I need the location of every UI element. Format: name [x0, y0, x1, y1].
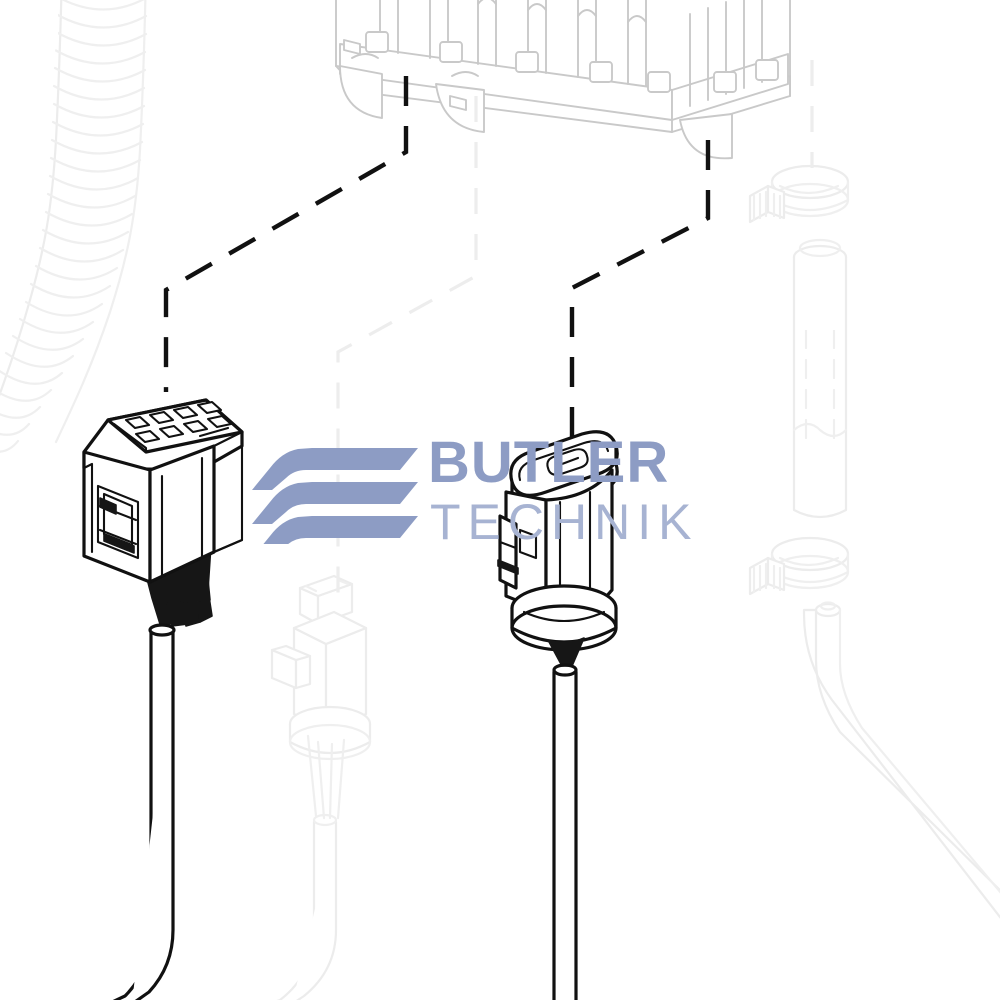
part-pipe-section [792, 238, 848, 519]
part-corrugated-flexible-hose [0, 0, 148, 453]
cable-right [552, 663, 578, 1000]
part-hose-clamp-upper [748, 164, 850, 224]
cable-left [108, 623, 176, 1000]
part-ghost-connector [269, 574, 372, 1000]
part-multi-pin-rectangular-connector[interactable] [82, 398, 244, 1000]
connector-pin-grid [124, 400, 233, 444]
part-control-unit-housing [335, 0, 791, 160]
hose-corrugation-ribs [0, 0, 148, 453]
part-bent-tube [802, 601, 1000, 919]
part-hose-clamp-lower [748, 536, 850, 596]
leader-line-left [163, 76, 409, 392]
part-two-pin-round-connector[interactable] [497, 430, 619, 1000]
leader-line-right [569, 140, 711, 442]
leader-line-ghost-center [336, 96, 478, 600]
